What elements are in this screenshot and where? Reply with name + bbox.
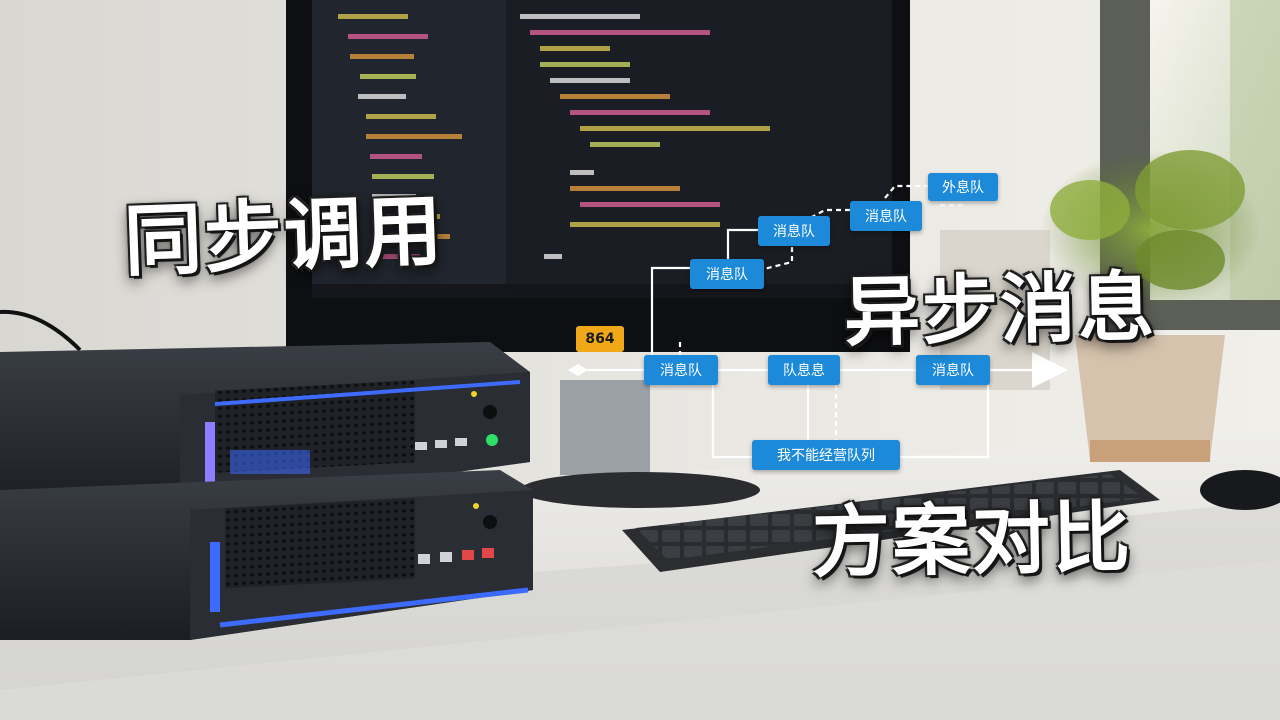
diagram-badge: 864 — [576, 326, 624, 352]
plant-pot — [1075, 335, 1225, 460]
mouse — [1200, 470, 1280, 510]
flow-arrowhead — [1032, 352, 1068, 388]
node-upper-left: 消息队 — [690, 259, 764, 289]
headline-async-message: 异步消息 — [843, 262, 1157, 357]
node-upper-mid: 消息队 — [758, 216, 830, 246]
node-bottom: 我不能经营队列 — [752, 440, 900, 470]
node-upper-mid-label: 消息队 — [773, 224, 815, 240]
node-top-right-label: 外息队 — [942, 180, 984, 196]
node-main-left: 消息队 — [644, 355, 718, 385]
editor-code-lines-left — [338, 14, 462, 259]
server-lower — [0, 470, 533, 640]
headline-sync-call: 同步调用 — [122, 186, 446, 288]
monitor-stand — [560, 380, 650, 475]
node-upper-right-label: 消息队 — [865, 209, 907, 225]
server-upper — [0, 342, 530, 510]
node-main-left-label: 消息队 — [660, 363, 702, 379]
node-main-mid-label: 队息息 — [783, 363, 825, 379]
node-main-right-label: 消息队 — [932, 363, 974, 379]
node-upper-right: 消息队 — [850, 201, 922, 231]
node-top-right: 外息队 — [928, 173, 998, 201]
diagram-badge-label: 864 — [585, 331, 615, 347]
node-main-right: 消息队 — [916, 355, 990, 385]
node-bottom-label: 我不能经营队列 — [777, 448, 875, 464]
node-main-mid: 队息息 — [768, 355, 840, 385]
headline-comparison: 方案对比 — [811, 493, 1133, 589]
node-upper-left-label: 消息队 — [706, 267, 748, 283]
